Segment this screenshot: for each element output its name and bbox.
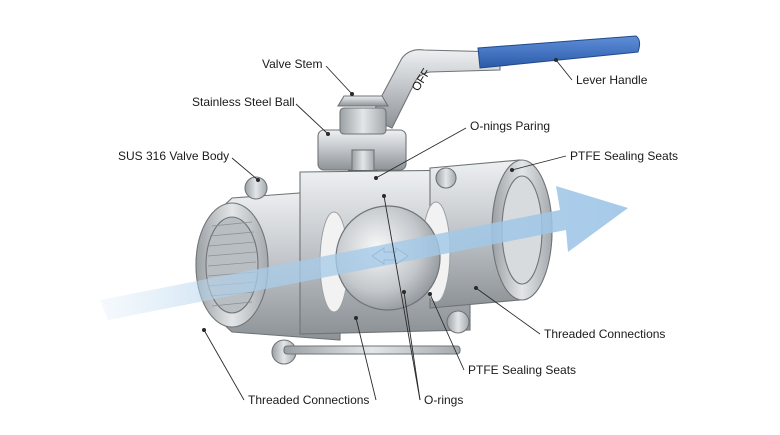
callout-labels: Valve Stem Stainless Steel Ball SUS 316 …	[118, 57, 678, 407]
flow-arrow	[100, 186, 628, 320]
lever-grip	[477, 35, 641, 69]
bolt-bottom-right	[446, 310, 470, 334]
label-threaded-right: Threaded Connections	[544, 327, 665, 341]
label-oring-pairing: O-nings Paring	[470, 119, 550, 133]
label-ptfe-seats-bottom: PTFE Sealing Seats	[468, 363, 576, 377]
body-tie-rod	[283, 345, 461, 355]
label-threaded-left: Threaded Connections	[248, 393, 369, 407]
bolt-top-left	[244, 176, 268, 200]
label-valve-stem: Valve Stem	[262, 57, 322, 71]
label-ptfe-seats-top: PTFE Sealing Seats	[570, 149, 678, 163]
label-lever-handle: Lever Handle	[576, 73, 648, 87]
lever-handle: OFF	[369, 35, 641, 129]
label-valve-body: SUS 316 Valve Body	[118, 149, 229, 163]
leader-lines	[202, 58, 573, 401]
bolt-top-right	[435, 167, 457, 189]
label-orings: O-rings	[424, 393, 463, 407]
stem-nut	[339, 107, 387, 135]
label-stainless-steel-ball: Stainless Steel Ball	[192, 95, 295, 109]
